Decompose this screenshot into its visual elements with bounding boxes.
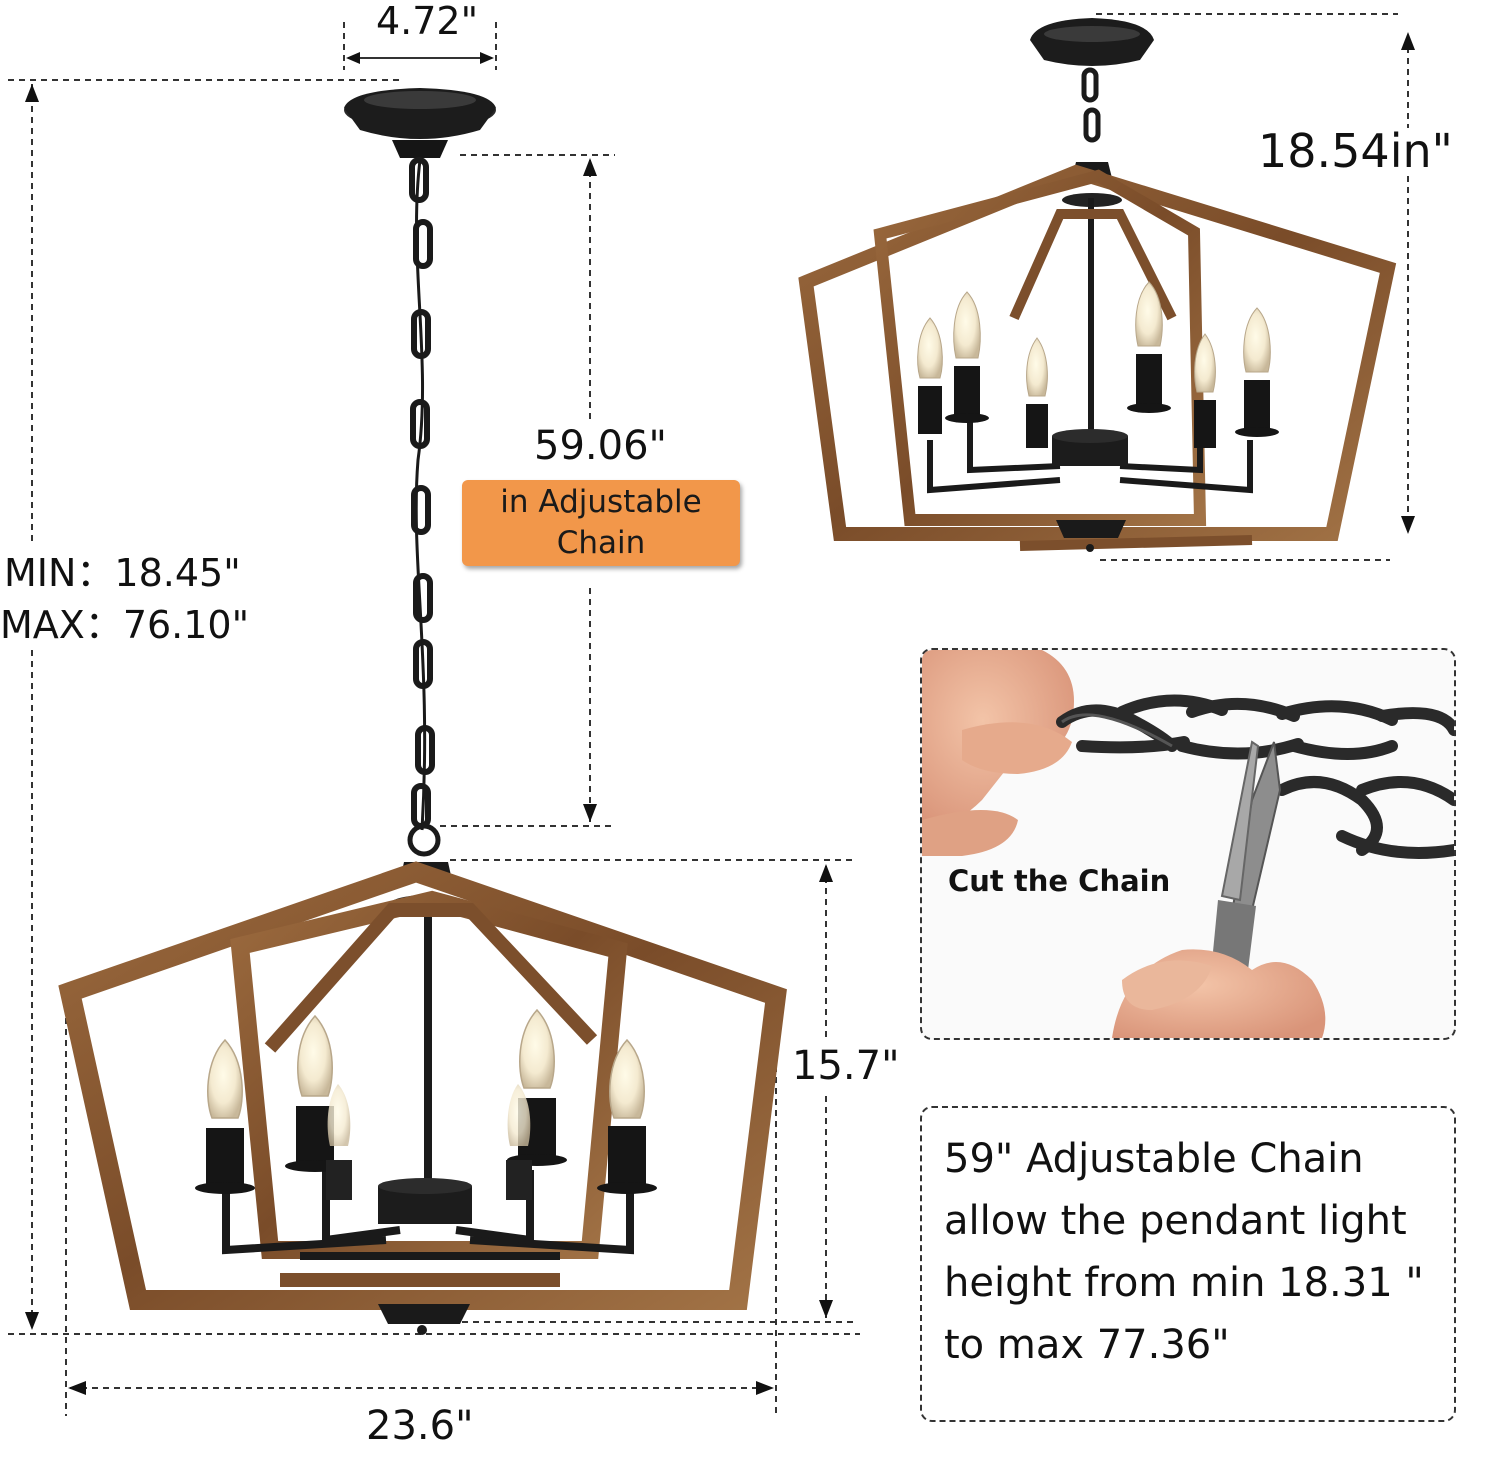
- preview-height-label: 18.54in": [1258, 124, 1453, 178]
- chain-length-label: 59.06": [534, 423, 667, 469]
- note-line-3: height from min 18.31 ": [944, 1260, 1424, 1306]
- min-height-label: MIN：18.45": [4, 551, 241, 595]
- canopy-width-label: 4.72": [376, 0, 479, 43]
- note-line-2: allow the pendant light: [944, 1198, 1407, 1244]
- adjustable-chain-tag: in Adjustable Chain: [462, 480, 740, 566]
- cut-chain-photo: [922, 650, 1454, 1038]
- main-chandelier: [58, 88, 787, 1335]
- adjustable-chain-note: 59" Adjustable Chain allow the pendant l…: [920, 1106, 1456, 1422]
- note-line-4: to max 77.36": [944, 1322, 1230, 1368]
- cut-chain-panel: Cut the Chain: [920, 648, 1456, 1040]
- fixture-width-label: 23.6": [366, 1403, 474, 1449]
- max-height-label: MAX：76.10": [0, 603, 250, 647]
- dimension-arrowheads: [25, 32, 1415, 1395]
- note-line-1: 59" Adjustable Chain: [944, 1136, 1364, 1182]
- preview-chandelier: [798, 18, 1397, 552]
- cut-chain-label: Cut the Chain: [948, 864, 1171, 898]
- fixture-height-label: 15.7": [792, 1043, 900, 1089]
